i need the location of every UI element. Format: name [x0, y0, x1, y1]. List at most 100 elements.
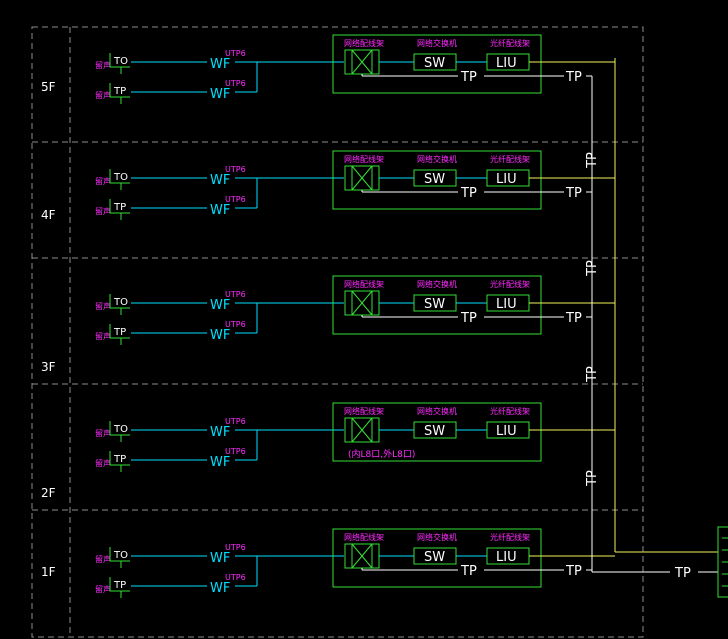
riser-tp-label: TP	[585, 260, 600, 277]
main-distribution-frame	[717, 526, 728, 598]
wf-label: WF	[210, 455, 230, 470]
cable-type-tag: UTP6	[225, 417, 246, 426]
outlet-tag: TO	[113, 172, 128, 183]
floor-label: 2F	[41, 486, 56, 500]
switch-label: SW	[424, 172, 445, 187]
floor-label: 5F	[41, 80, 56, 94]
tp-outer-label: TP	[565, 311, 582, 326]
panel-header-label: 光纤配线架	[490, 38, 530, 48]
outlet-mark-label: 留声	[95, 90, 111, 100]
patch-panel-icon	[351, 543, 373, 569]
floor-label: 4F	[41, 208, 56, 222]
panel-header-label: 光纤配线架	[490, 532, 530, 542]
panel-header-label: 网络配线架	[344, 38, 384, 48]
equipment-cabinet	[332, 402, 542, 462]
outlet-tag: TO	[113, 550, 128, 561]
outlet-tag: TO	[113, 56, 128, 67]
panel-header-label: 网络交换机	[417, 406, 457, 416]
outlet-tag: TO	[113, 424, 128, 435]
outlet-mark-label: 留声	[95, 584, 111, 594]
outlet-mark-label: 留声	[95, 428, 111, 438]
wf-label: WF	[210, 425, 230, 440]
cable-type-tag: UTP6	[225, 320, 246, 329]
panel-header-label: 光纤配线架	[490, 406, 530, 416]
patch-panel-icon	[351, 417, 373, 443]
wf-label: WF	[210, 173, 230, 188]
tp-inner-label: TP	[460, 564, 477, 579]
tp-inner-label: TP	[460, 70, 477, 85]
equipment-cabinet	[332, 150, 542, 210]
equipment-cabinet	[332, 275, 542, 335]
tp-outer-label: TP	[565, 564, 582, 579]
floor-label: 3F	[41, 360, 56, 374]
panel-header-label: 网络配线架	[344, 154, 384, 164]
riser-tp-label: TP	[585, 470, 600, 487]
panel-header-label: 网络配线架	[344, 279, 384, 289]
outlet-mark-label: 留声	[95, 458, 111, 468]
liu-label: LIU	[496, 550, 517, 565]
outlet-tag: TO	[113, 297, 128, 308]
wf-label: WF	[210, 328, 230, 343]
wf-label: WF	[210, 551, 230, 566]
panel-header-label: 网络交换机	[417, 38, 457, 48]
wf-label: WF	[210, 203, 230, 218]
cable-type-tag: UTP6	[225, 447, 246, 456]
tp-inner-label: TP	[460, 186, 477, 201]
liu-label: LIU	[496, 424, 517, 439]
patch-panel-icon	[351, 49, 373, 75]
cable-type-tag: UTP6	[225, 79, 246, 88]
equipment-cabinet	[332, 528, 542, 588]
outlet-mark-label: 留声	[95, 206, 111, 216]
panel-header-label: 网络交换机	[417, 279, 457, 289]
liu-label: LIU	[496, 56, 517, 71]
patch-panel-icon	[351, 290, 373, 316]
switch-label: SW	[424, 56, 445, 71]
panel-header-label: 光纤配线架	[490, 279, 530, 289]
panel-header-label: 网络配线架	[344, 406, 384, 416]
outlet-tag: TP	[113, 580, 126, 591]
cable-type-tag: UTP6	[225, 290, 246, 299]
switch-label: SW	[424, 424, 445, 439]
tp-outer-label: TP	[565, 70, 582, 85]
outlet-tag: TP	[113, 202, 126, 213]
panel-port-note: (内L8口,外L8口)	[348, 448, 415, 460]
wf-label: WF	[210, 87, 230, 102]
riser-tp-label: TP	[585, 152, 600, 169]
wf-label: WF	[210, 298, 230, 313]
cable-type-tag: UTP6	[225, 49, 246, 58]
wf-label: WF	[210, 581, 230, 596]
outlet-tag: TP	[113, 454, 126, 465]
outlet-tag: TP	[113, 86, 126, 97]
patch-panel-icon	[351, 165, 373, 191]
outlet-tag: TP	[113, 327, 126, 338]
equipment-cabinet	[332, 34, 542, 94]
panel-header-label: 网络交换机	[417, 532, 457, 542]
outlet-mark-label: 留声	[95, 554, 111, 564]
switch-label: SW	[424, 550, 445, 565]
outlet-mark-label: 留声	[95, 176, 111, 186]
panel-header-label: 网络配线架	[344, 532, 384, 542]
liu-label: LIU	[496, 172, 517, 187]
panel-header-label: 网络交换机	[417, 154, 457, 164]
floor-label: 1F	[41, 565, 56, 579]
liu-label: LIU	[496, 297, 517, 312]
wf-label: WF	[210, 57, 230, 72]
outlet-mark-label: 留声	[95, 331, 111, 341]
outlet-mark-label: 留声	[95, 60, 111, 70]
building-outline	[31, 26, 644, 638]
tp-outer-label: TP	[565, 186, 582, 201]
panel-header-label: 光纤配线架	[490, 154, 530, 164]
cable-type-tag: UTP6	[225, 195, 246, 204]
outlet-mark-label: 留声	[95, 301, 111, 311]
building-frame	[31, 26, 644, 638]
cable-type-tag: UTP6	[225, 543, 246, 552]
tp-inner-label: TP	[460, 311, 477, 326]
cable-type-tag: UTP6	[225, 573, 246, 582]
